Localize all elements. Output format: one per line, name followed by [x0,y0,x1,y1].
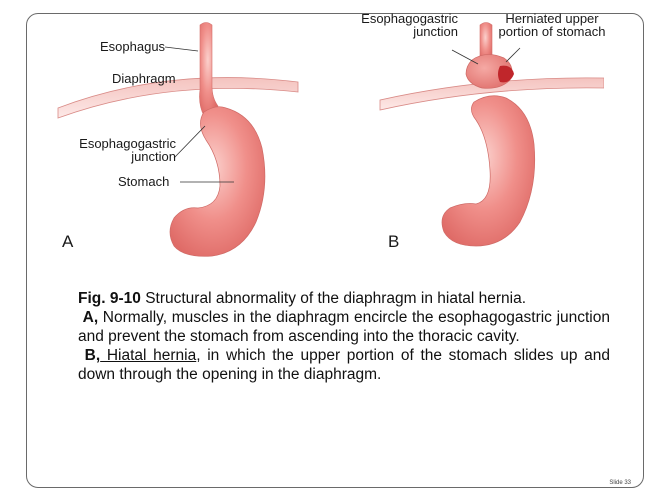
caption-part-a: A, Normally, muscles in the diaphragm en… [78,308,610,346]
label-diaphragm: Diaphragm [112,72,176,85]
caption-a-label: A, [83,309,99,326]
hiatal-hernia-figure: Esophagus Diaphragm Esophagogastric junc… [48,20,604,276]
label-junction-b-line2: junction [340,25,458,38]
hiatal-hernia-link[interactable]: Hiatal hernia [100,347,196,364]
label-herniated-line2: portion of stomach [486,25,618,38]
panel-a-letter: A [62,232,73,252]
esophagus-a [200,23,219,117]
stomach-b [442,96,535,246]
label-junction-a-line2: junction [64,150,176,163]
label-stomach: Stomach [118,175,169,188]
caption-fig-label: Fig. 9-10 [78,290,141,307]
diaphragm-a [58,78,298,118]
caption-fig-text: Structural abnormality of the diaphragm … [141,290,526,307]
caption-title: Fig. 9-10 Structural abnormality of the … [78,289,610,308]
caption-part-b: B, Hiatal hernia, in which the upper por… [78,346,610,384]
panel-b-drawing [380,23,604,247]
caption-a-text: Normally, muscles in the diaphragm encir… [78,309,610,345]
figure-caption: Fig. 9-10 Structural abnormality of the … [78,289,610,384]
panel-b-letter: B [388,232,399,252]
label-esophagus: Esophagus [100,40,165,53]
slide-number: Slide 33 [609,480,631,486]
stomach-a [170,107,265,257]
caption-b-label: B, [85,347,101,364]
